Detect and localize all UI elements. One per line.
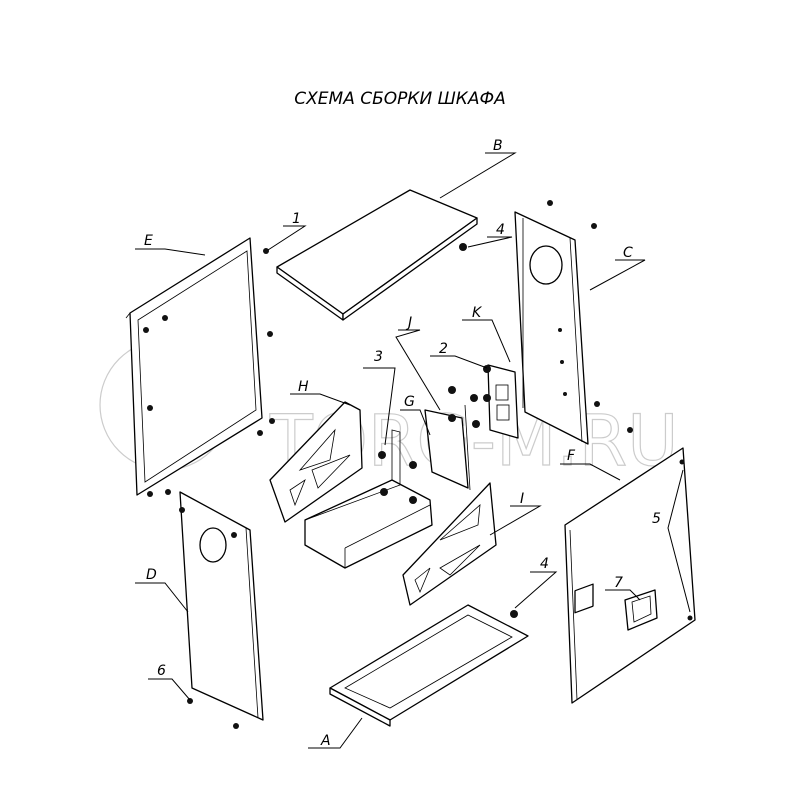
door-handle (624, 589, 658, 631)
label-7: 7 (614, 575, 623, 591)
diagram-title: СХЕМА СБОРКИ ШКАФА (294, 89, 505, 109)
label-k: K (472, 305, 483, 321)
label-3: 3 (374, 349, 383, 365)
leader-lines (135, 152, 691, 749)
label-c: C (623, 245, 633, 261)
label-2: 2 (439, 341, 448, 357)
label-j: J (405, 315, 412, 331)
label-4-top: 4 (496, 222, 505, 238)
part-i-bracket (402, 482, 497, 606)
label-1: 1 (292, 211, 301, 227)
part-f-door (564, 447, 696, 704)
label-4-bottom: 4 (540, 556, 549, 572)
part-b-top-panel (276, 189, 478, 321)
part-d-side-panel (179, 491, 264, 721)
part-h-bracket (269, 401, 363, 523)
part-a-bottom-panel (329, 604, 529, 727)
part-g-tray (304, 429, 433, 569)
label-b: B (493, 138, 503, 154)
label-f: F (567, 448, 576, 464)
label-a: A (320, 733, 331, 749)
label-g: G (404, 394, 415, 410)
part-e-frame (125, 237, 263, 496)
label-h: H (298, 379, 309, 395)
label-5: 5 (652, 511, 661, 527)
part-k-bracket (487, 364, 519, 439)
label-e: E (144, 233, 153, 249)
label-6: 6 (157, 663, 166, 679)
label-d: D (146, 567, 157, 583)
label-i: I (520, 491, 524, 507)
part-c-side-panel (514, 211, 589, 445)
